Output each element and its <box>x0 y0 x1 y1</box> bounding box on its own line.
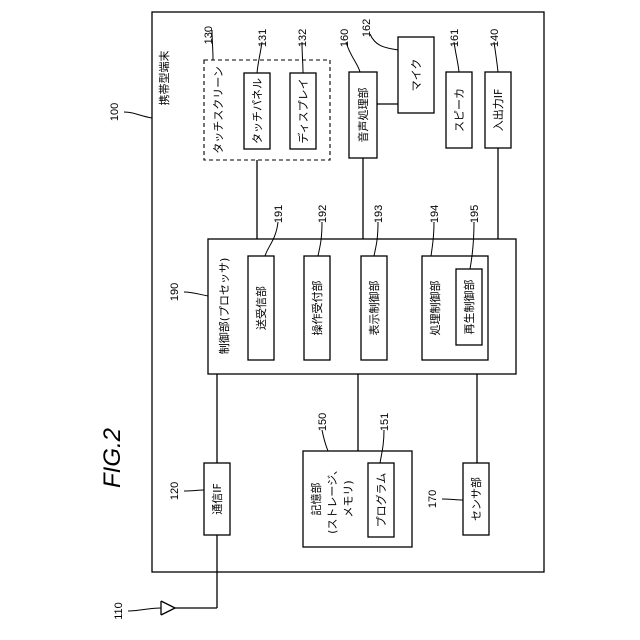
touchscreen-label: タッチスクリーン <box>212 66 225 153</box>
mic-label: マイク <box>410 59 423 92</box>
program-ref: 151 <box>379 413 391 431</box>
tx-rx-ref: 191 <box>273 205 285 223</box>
disp-ctrl-ref: 193 <box>373 205 385 223</box>
controller-ref: 190 <box>169 283 181 301</box>
program-label: プログラム <box>374 473 388 528</box>
proc-ctrl-ref: 194 <box>429 205 441 223</box>
io-if-ref: 140 <box>489 29 501 47</box>
speaker-label: スピーカ <box>453 88 466 132</box>
speaker-ref: 161 <box>449 29 461 47</box>
touchscreen-ref: 130 <box>203 26 215 44</box>
terminal-label: 携帯型端末 <box>157 51 171 106</box>
disp-ctrl-label: 表示制御部 <box>367 281 381 336</box>
terminal-ref: 100 <box>109 103 121 121</box>
controller-label: 制御部(プロセッサ) <box>217 258 231 355</box>
playback-label: 再生制御部 <box>462 280 476 335</box>
tx-rx-label: 送受信部 <box>254 286 268 330</box>
op-accept-ref: 192 <box>317 205 329 223</box>
io-if-label: 入出力IF <box>491 89 505 132</box>
comm-if-label: 通信IF <box>211 483 224 515</box>
storage-line-1: 記憶部 <box>309 483 323 516</box>
sensor-label: センサ部 <box>469 477 483 521</box>
touch-panel-label: タッチパネル <box>251 78 264 144</box>
figure-label: FIG.2 <box>99 428 126 488</box>
playback-ref: 195 <box>469 205 481 223</box>
sensor-ref: 170 <box>427 490 439 508</box>
mic-ref: 162 <box>361 19 373 37</box>
touch-panel-ref: 131 <box>257 29 269 47</box>
storage-ref: 150 <box>317 413 329 431</box>
terminal-leader <box>124 112 152 118</box>
storage-line-3: メモリ) <box>342 480 355 517</box>
antenna-icon <box>161 601 175 615</box>
display-label: ディスプレイ <box>296 78 310 143</box>
op-accept-label: 操作受付部 <box>310 281 324 336</box>
storage-line-2: (ストレージ、 <box>326 464 339 534</box>
display-ref: 132 <box>297 29 309 47</box>
antenna-ref: 110 <box>113 602 125 620</box>
antenna-leader <box>128 608 161 611</box>
comm-if-ref: 120 <box>169 482 181 500</box>
audio-label: 音声処理部 <box>356 88 370 143</box>
audio-ref: 160 <box>339 29 351 47</box>
proc-ctrl-label: 処理制御部 <box>428 281 442 336</box>
